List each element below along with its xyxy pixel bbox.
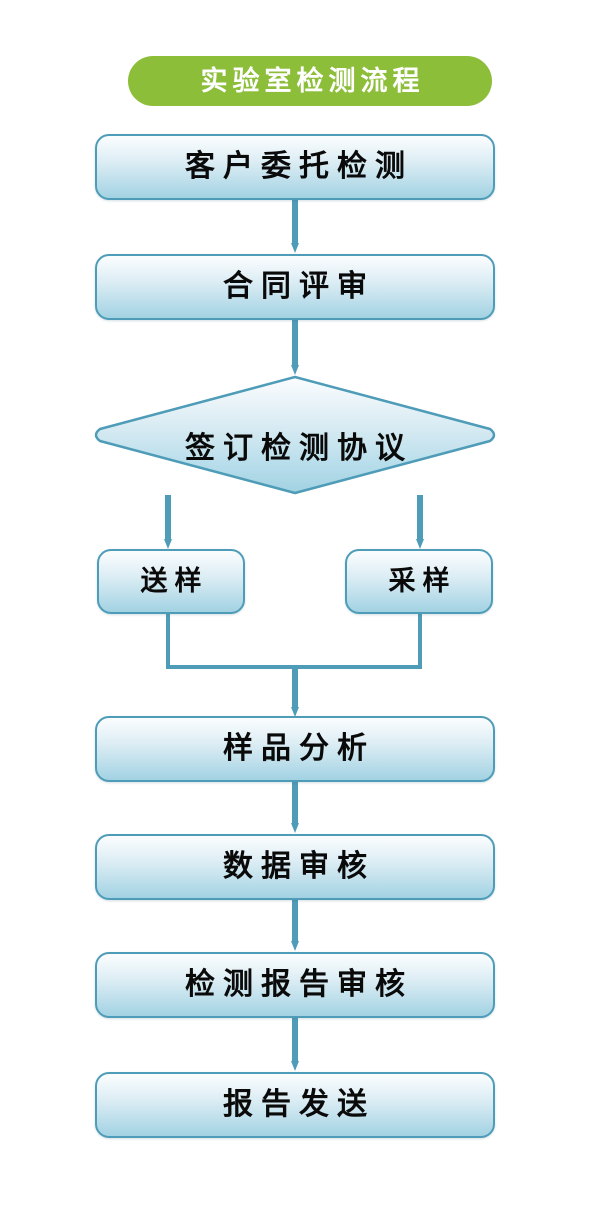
flow-node-label: 数据审核 <box>223 849 375 884</box>
flow-node-label: 送样 <box>140 566 209 597</box>
flow-node-label: 样品分析 <box>223 731 375 766</box>
flow-node-label: 报告发送 <box>223 1087 375 1122</box>
flow-node-report-delivery[interactable]: 报告发送 <box>95 1072 495 1138</box>
flowchart-title-text: 实验室检测流程 <box>200 65 425 97</box>
flow-node-label: 客户委托检测 <box>185 149 413 184</box>
flow-node-customer-commission[interactable]: 客户委托检测 <box>95 134 495 200</box>
flowchart-title-banner: 实验室检测流程 <box>128 56 492 106</box>
flow-node-sample-delivery[interactable]: 送样 <box>97 549 245 614</box>
flow-node-sign-testing-agreement[interactable]: 签订检测协议 <box>88 373 502 497</box>
flow-node-data-review[interactable]: 数据审核 <box>95 834 495 900</box>
diamond-shape <box>94 375 496 495</box>
flow-node-report-review[interactable]: 检测报告审核 <box>95 952 495 1018</box>
flow-node-label: 检测报告审核 <box>185 967 413 1002</box>
flow-node-label: 合同评审 <box>223 269 375 304</box>
flow-node-label: 采样 <box>388 566 457 597</box>
flow-node-contract-review[interactable]: 合同评审 <box>95 254 495 320</box>
flow-node-sample-analysis[interactable]: 样品分析 <box>95 716 495 782</box>
flow-node-sample-collection[interactable]: 采样 <box>345 549 493 614</box>
